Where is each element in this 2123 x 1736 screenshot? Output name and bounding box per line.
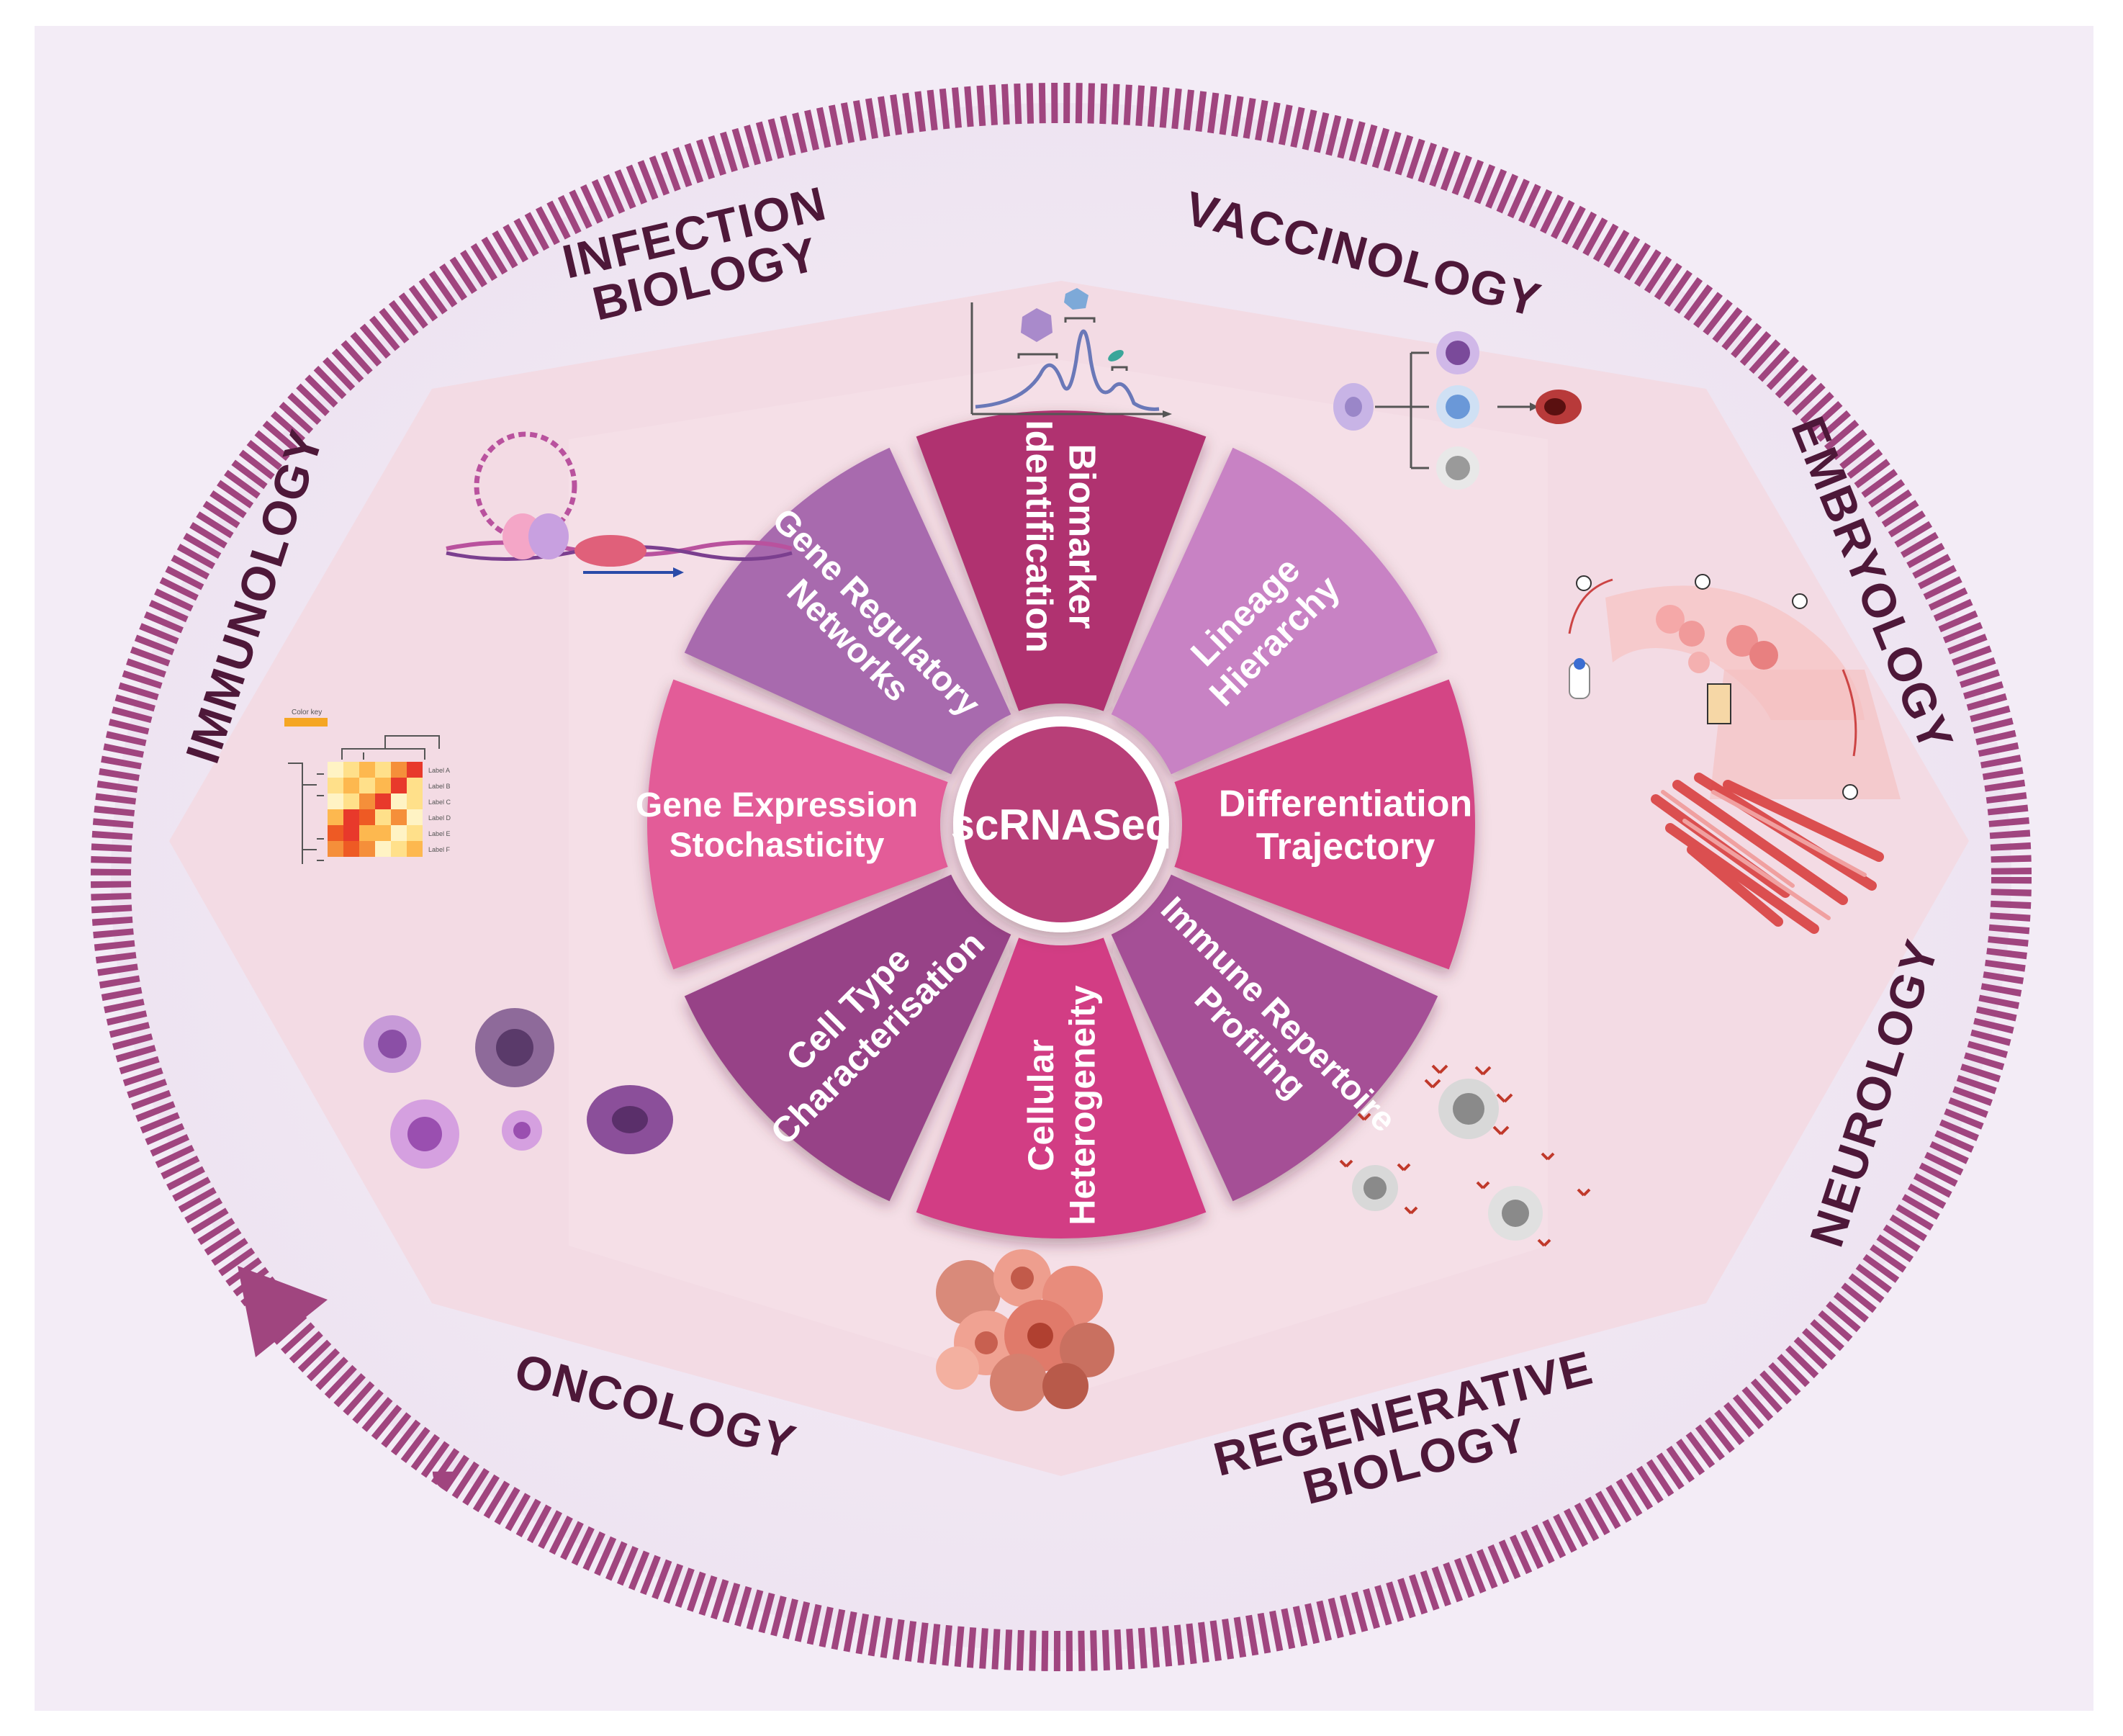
- segment-celltype: [684, 874, 1011, 1202]
- heatmap-cell: [407, 778, 423, 793]
- heatmap-cell: [407, 809, 423, 825]
- heatmap-cell: [407, 793, 423, 809]
- segment-differentiation: [1174, 679, 1475, 970]
- heatmap-cell: [359, 778, 375, 793]
- heatmap-row-label: Label C: [428, 799, 451, 806]
- heatmap-cell: [391, 809, 407, 825]
- heatmap-cell: [391, 841, 407, 857]
- heatmap-cell: [391, 762, 407, 778]
- heatmap-cell: [328, 825, 343, 841]
- segment-label-biomarker-line1: Biomarker: [1061, 444, 1103, 629]
- heatmap-cell: [391, 825, 407, 841]
- segment-label-heterogeneity-line1: Cellular: [1021, 1039, 1061, 1171]
- segment-label-heterogeneity-line2: Heterogeneity: [1062, 985, 1102, 1225]
- heatmap-cell: [328, 841, 343, 857]
- cycle-arrow-icon: [238, 1266, 328, 1357]
- immune-cells-icon: [1339, 1064, 1591, 1247]
- heatmap-cell: [343, 762, 359, 778]
- heatmap-row-label: Label A: [428, 767, 450, 774]
- dna-loop-icon: [446, 431, 793, 577]
- segment-biomarker: [916, 410, 1207, 711]
- heatmap-row-label: Label B: [428, 783, 451, 790]
- heatmap-cell: [375, 778, 391, 793]
- segment-regulatory: [684, 447, 1011, 775]
- heatmap-icon: Color key Label A Label B Label C Label D La…: [284, 709, 451, 864]
- heatmap-cell: [343, 793, 359, 809]
- heatmap-cell: [407, 841, 423, 857]
- segment-label-biomarker-line2: Identification: [1018, 420, 1060, 653]
- heatmap-row-label: Label E: [428, 830, 451, 837]
- heatmap-cell: [375, 825, 391, 841]
- heatmap-legend-bar: [284, 718, 328, 727]
- cardiomyocyte-differentiation-icon: [1568, 574, 1901, 934]
- field-infection-biology: INFECTION BIOLOGY: [557, 176, 831, 330]
- heatmap-legend-title: Color key: [292, 709, 322, 716]
- heatmap-cell: [343, 841, 359, 857]
- heatmap-cell: [359, 809, 375, 825]
- segment-stochasticity: [646, 679, 948, 970]
- heatmap-cell: [343, 825, 359, 841]
- cell-cluster-icon: [936, 1249, 1114, 1411]
- heatmap-cell: [328, 793, 343, 809]
- heatmap-row-label: Label F: [428, 846, 451, 853]
- heatmap-cell: [328, 762, 343, 778]
- hub-circle: [963, 727, 1159, 922]
- heatmap-cell: [343, 809, 359, 825]
- heatmap-cell: [407, 825, 423, 841]
- segment-lineage: [1111, 447, 1438, 775]
- segment-heterogeneity: [916, 937, 1207, 1238]
- heatmap-cell: [328, 809, 343, 825]
- heatmap-cell: [359, 793, 375, 809]
- heatmap-cell: [375, 793, 391, 809]
- dashed-ring: [91, 83, 2032, 1671]
- segment-label-differentiation-line2: Trajectory: [1256, 826, 1435, 868]
- segment-label-stochasticity-line2: Stochasticity: [670, 826, 885, 864]
- segment-label-differentiation-line1: Differentiation: [1219, 783, 1472, 824]
- heatmap-row-label: Label D: [428, 814, 451, 822]
- heatmap-cell: [359, 762, 375, 778]
- heatmap-cell: [343, 778, 359, 793]
- tumour-cells-icon: [364, 1008, 673, 1169]
- heatmap-cell: [359, 825, 375, 841]
- heatmap-cell: [391, 778, 407, 793]
- peaks-chart-icon: [970, 288, 1172, 418]
- heatmap-cell: [328, 778, 343, 793]
- hub-label: scRNASeq: [951, 801, 1172, 849]
- wheel: [646, 410, 1475, 1238]
- segment-immune: [1111, 874, 1438, 1202]
- lineage-cells-icon: [1333, 331, 1582, 490]
- segment-label-stochasticity-line1: Gene Expression: [636, 786, 918, 824]
- heatmap-cell: [407, 762, 423, 778]
- heatmap-cell: [359, 841, 375, 857]
- heatmap-cell: [375, 809, 391, 825]
- heatmap-cell: [375, 762, 391, 778]
- heatmap-cell: [391, 793, 407, 809]
- heatmap-cell: [375, 841, 391, 857]
